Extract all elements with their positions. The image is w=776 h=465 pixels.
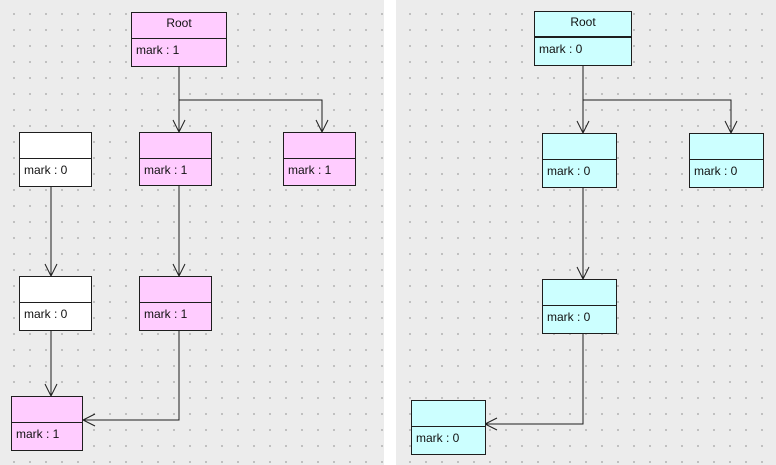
arrowhead: [81, 413, 96, 427]
node-field: mark : 0: [24, 163, 68, 177]
node-field: mark : 0: [539, 42, 583, 56]
node-field: mark : 0: [547, 310, 591, 324]
node-title: [20, 277, 91, 303]
node-title: [140, 277, 211, 303]
node-field: mark : 1: [144, 307, 188, 321]
node-title: [690, 134, 763, 160]
node-root[interactable]: Root mark : 1: [131, 12, 227, 67]
edge-mid-lower-to-bottom: [485, 333, 584, 425]
node-title: [412, 401, 485, 427]
left-diagram-canvas: [0, 0, 384, 465]
node-field: mark : 0: [547, 164, 591, 178]
node-field: mark : 1: [16, 427, 60, 441]
node-field: mark : 0: [416, 431, 460, 445]
node-bottom[interactable]: mark : 0: [411, 400, 486, 455]
node-field: mark : 0: [24, 307, 68, 321]
node-field: mark : 1: [288, 163, 332, 177]
node-right[interactable]: mark : 1: [283, 132, 356, 186]
edge-mid-lower-to-bottom: [83, 331, 180, 421]
node-white-top[interactable]: mark : 0: [19, 132, 92, 187]
node-title: [20, 133, 91, 159]
node-field: mark : 1: [144, 163, 188, 177]
node-field: mark : 1: [136, 43, 180, 57]
node-mid-lower[interactable]: mark : 1: [139, 276, 212, 331]
node-title: [543, 280, 616, 306]
node-title: [284, 133, 355, 159]
panel-divider: [384, 0, 396, 465]
node-title: Root: [535, 12, 631, 38]
node-mid[interactable]: mark : 0: [542, 133, 617, 188]
node-root[interactable]: Root mark : 0: [534, 11, 632, 66]
node-title: [140, 133, 211, 159]
node-mid-lower[interactable]: mark : 0: [542, 279, 617, 334]
edge-root-to-right-child: [583, 99, 732, 133]
node-title: [543, 134, 616, 160]
node-right[interactable]: mark : 0: [689, 133, 764, 188]
node-field: mark : 0: [694, 164, 738, 178]
node-title: [12, 397, 82, 423]
node-white-lower[interactable]: mark : 0: [19, 276, 92, 331]
node-bottom[interactable]: mark : 1: [11, 396, 83, 451]
node-title: Root: [132, 13, 226, 39]
edge-root-to-right-child: [179, 99, 323, 132]
right-diagram-canvas: [396, 0, 776, 465]
node-mid[interactable]: mark : 1: [139, 132, 212, 186]
